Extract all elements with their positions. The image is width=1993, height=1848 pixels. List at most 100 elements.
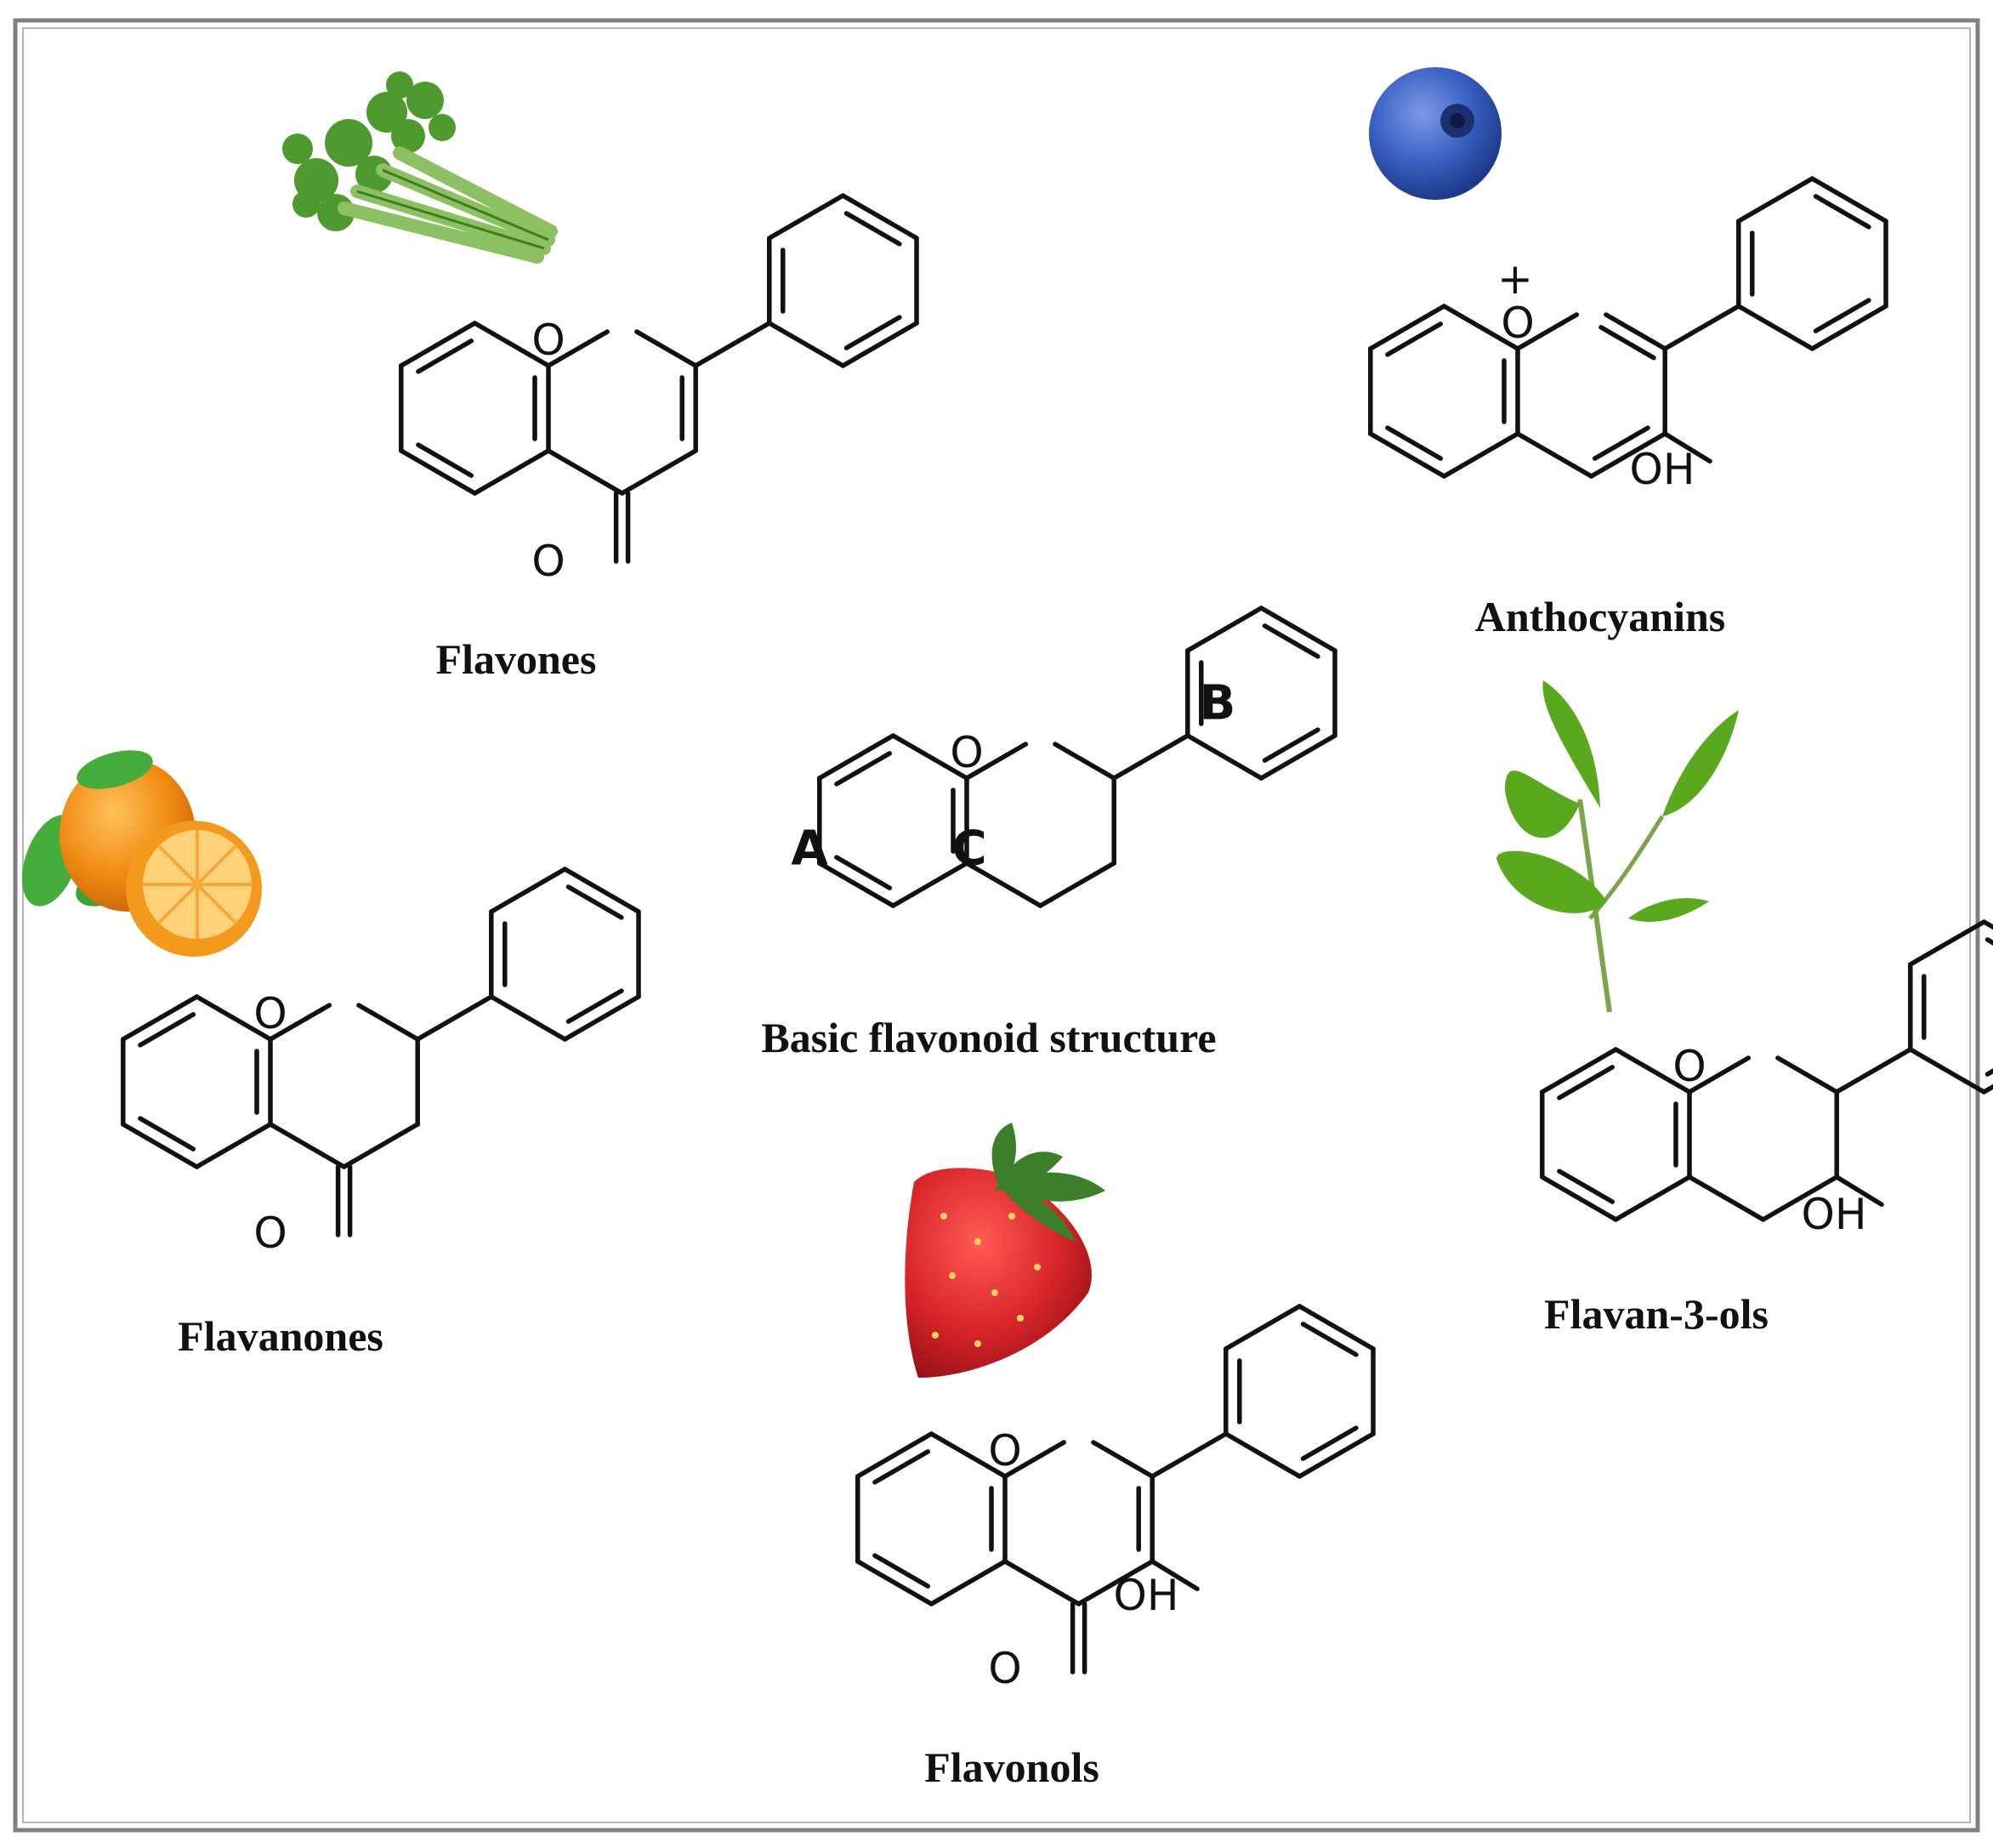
flavones-keto-oxygen: O xyxy=(531,537,565,586)
orange-icon xyxy=(21,750,262,957)
ring-c-bond xyxy=(1002,1440,1067,1479)
ring-a-bond xyxy=(928,1559,1008,1606)
ring-b-link-bond xyxy=(1111,733,1190,781)
ring-a-bond xyxy=(399,448,478,496)
ring-c-bond xyxy=(1687,1055,1752,1095)
ring-c-bond xyxy=(1604,312,1667,351)
ring-c-bond xyxy=(1053,742,1116,781)
ring-a-bond xyxy=(399,321,478,368)
hydroxyl-bond xyxy=(1662,431,1712,464)
ring-b-bond xyxy=(1297,1304,1376,1351)
flavonols-caption: Flavonols xyxy=(924,1743,1099,1791)
ring-c-bond xyxy=(964,861,1043,908)
ring-b-bond xyxy=(562,994,641,1042)
ring-c-bond xyxy=(1002,1559,1082,1606)
ring-b-bond xyxy=(1736,176,1815,224)
ring-c-double-bond xyxy=(1598,325,1656,361)
ring-b-link-bond xyxy=(1150,1431,1229,1479)
ring-a-double-bond xyxy=(138,1116,196,1151)
ring-b-link-bond xyxy=(1662,304,1741,351)
ring-a-bond xyxy=(121,1122,200,1169)
ring-a-bond xyxy=(890,733,969,781)
ring-a-bond xyxy=(817,733,896,781)
ring-a-bond xyxy=(1613,1047,1692,1095)
ring-b-bond xyxy=(1297,1431,1376,1479)
tea-leaf-icon xyxy=(1496,680,1739,1013)
ring-a-double-bond xyxy=(1385,425,1444,461)
ring-c-bond xyxy=(341,1122,420,1169)
ring-a-double-bond xyxy=(416,338,474,374)
ring-b-bond xyxy=(1908,919,1987,967)
ring-b-bond xyxy=(489,994,568,1042)
flavonols-ring-oxygen: O xyxy=(988,1426,1021,1476)
flavan-3-ols-hydroxyl: OH xyxy=(1802,1190,1867,1239)
ring-a-double-bond xyxy=(1557,1169,1615,1204)
ring-a-bond xyxy=(817,861,896,908)
ring-c-bond xyxy=(546,448,625,496)
ring-b-bond xyxy=(489,867,568,914)
ring-a-label: A xyxy=(791,822,828,877)
ring-a-bond xyxy=(928,1431,1008,1479)
ring-b-bond xyxy=(1224,1304,1303,1351)
ring-b-bond xyxy=(767,193,846,241)
strawberry-icon xyxy=(905,1123,1105,1378)
ring-a-bond xyxy=(890,861,969,908)
ring-c-bond xyxy=(964,742,1029,781)
anthocyanins-charge: + xyxy=(1497,254,1533,304)
flavan-3-ols-caption: Flavan-3-ols xyxy=(1544,1290,1769,1338)
ring-c-bond xyxy=(1515,312,1580,351)
ring-a-double-bond xyxy=(138,1012,196,1048)
hydroxyl-bond xyxy=(1150,1559,1200,1592)
flavan-3-ols-structure xyxy=(1540,919,1993,1222)
ring-b-link-bond xyxy=(693,321,772,368)
ring-b-double-bond xyxy=(1813,298,1871,333)
ring-b-double-bond xyxy=(565,884,624,920)
ring-c-bond xyxy=(634,329,698,368)
anthocyanins-ring-oxygen: O xyxy=(1501,299,1534,348)
ring-a-bond xyxy=(1368,431,1447,479)
celery-icon xyxy=(282,71,558,264)
ring-c-bond xyxy=(1076,1559,1155,1606)
basic-ring-oxygen: O xyxy=(950,728,983,777)
ring-c-double-bond xyxy=(1592,425,1650,461)
ring-c-bond xyxy=(1760,1174,1839,1222)
ring-a-bond xyxy=(121,994,200,1042)
ring-a-bond xyxy=(194,1122,273,1169)
ring-b-bond xyxy=(1736,304,1815,351)
blueberry-icon xyxy=(1369,67,1502,200)
ring-b-bond xyxy=(1185,606,1264,653)
ring-c-bond xyxy=(1588,431,1667,479)
anthocyanins-caption: Anthocyanins xyxy=(1475,593,1726,640)
ring-b-bond xyxy=(1809,176,1888,224)
flavanones-keto-oxygen: O xyxy=(253,1208,287,1258)
ring-a-double-bond xyxy=(1385,321,1444,357)
basic-flavonoid-structure xyxy=(817,606,1337,908)
hydroxyl-bond xyxy=(1834,1174,1884,1208)
ring-a-bond xyxy=(855,1431,934,1479)
ring-c-bond xyxy=(1091,1440,1155,1479)
ring-b-bond xyxy=(1908,1047,1987,1095)
ring-b-double-bond xyxy=(1300,1425,1359,1461)
ring-a-bond xyxy=(1540,1174,1619,1222)
ring-b-double-bond xyxy=(1984,1068,1993,1077)
ring-b-double-bond xyxy=(843,211,902,247)
ring-c-bond xyxy=(619,448,698,496)
ring-a-bond xyxy=(855,1559,934,1606)
ring-b-double-bond xyxy=(1262,623,1320,659)
ring-b-double-bond xyxy=(1300,1322,1359,1357)
ring-a-bond xyxy=(1441,304,1520,351)
ring-c-bond xyxy=(1037,861,1116,908)
ring-c-bond xyxy=(1687,1174,1766,1222)
ring-b-bond xyxy=(840,321,919,368)
ring-a-double-bond xyxy=(834,855,893,890)
ring-a-bond xyxy=(194,994,273,1042)
flavanones-caption: Flavanones xyxy=(178,1312,383,1360)
ring-a-bond xyxy=(472,448,551,496)
ring-b-bond xyxy=(1258,606,1337,653)
ring-c-bond xyxy=(268,1122,347,1169)
ring-b-double-bond xyxy=(1262,727,1320,763)
ring-b-double-bond xyxy=(1813,194,1871,230)
basic-flavonoid-caption: Basic flavonoid structure xyxy=(761,1014,1216,1061)
